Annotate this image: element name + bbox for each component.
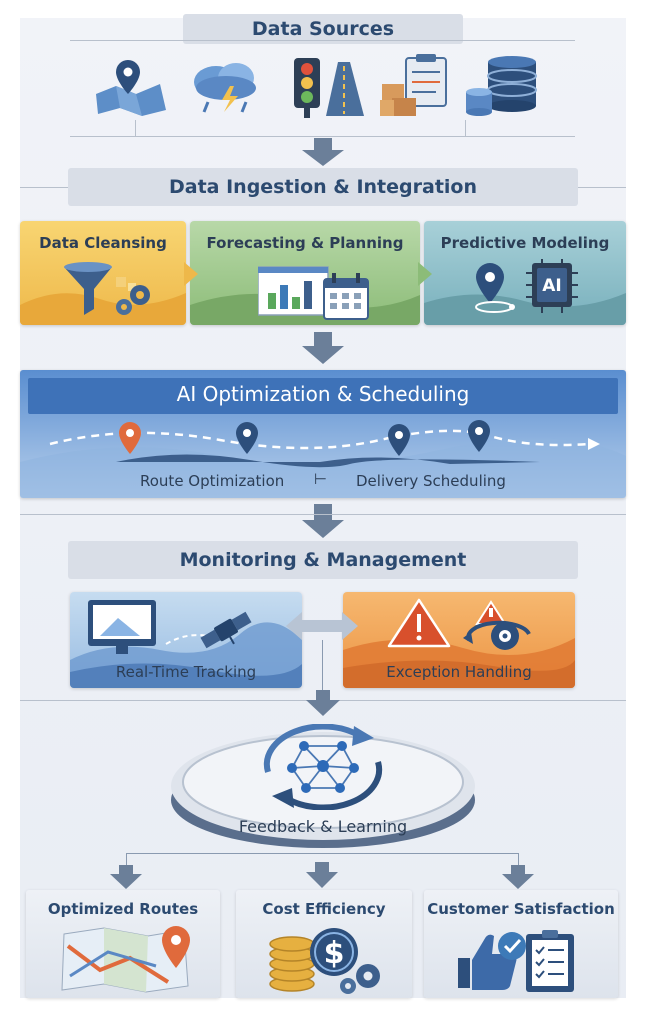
sources-connector-right <box>465 120 466 136</box>
data-cleansing-card: Data Cleansing <box>20 221 186 325</box>
real-time-tracking-title: Real-Time Tracking <box>115 663 257 681</box>
pin-ai-chip-icon <box>475 259 578 313</box>
flow-arrow-left <box>110 865 142 889</box>
predictive-modeling-title: Predictive Modeling <box>440 234 610 252</box>
exception-handling-card: Exception Handling <box>343 592 575 688</box>
chevron-right-icon <box>184 262 198 286</box>
route-path <box>20 429 626 498</box>
warehouse-boxes-icon <box>380 54 447 116</box>
sources-top-rule <box>70 40 575 41</box>
funnel-gears-icon <box>64 262 150 315</box>
data-sources-icons <box>90 52 550 122</box>
ai-optimization-title: AI Optimization & Scheduling <box>176 382 470 406</box>
delivery-scheduling-label: Delivery Scheduling <box>356 472 506 490</box>
data-cleansing-title: Data Cleansing <box>39 234 167 252</box>
chevron-right-icon <box>418 262 432 286</box>
forecasting-planning-card: Forecasting & Planning <box>190 221 420 325</box>
monitoring-title: Monitoring & Management <box>68 541 578 579</box>
thumbs-up-checklist-icon <box>458 930 574 992</box>
route-map-pin-icon <box>61 926 190 993</box>
flow-arrow-center <box>306 862 338 888</box>
flow-arrow-right <box>502 865 534 889</box>
warning-icon <box>387 598 531 650</box>
weather-cloud-icon <box>194 63 256 113</box>
optimization-separator: ⊢ <box>314 470 328 488</box>
optimized-routes-title: Optimized Routes <box>47 900 199 918</box>
feedback-loop-disc <box>171 732 475 848</box>
monitoring-rule <box>20 514 626 515</box>
map-pin-icon <box>96 60 166 116</box>
flow-arrow-3 <box>302 504 344 538</box>
flow-arrow-4 <box>306 690 340 716</box>
cost-efficiency-card: Cost Efficiency $ <box>236 890 412 998</box>
map-pin-icon <box>468 420 490 452</box>
feedback-learning-title: Feedback & Learning <box>238 817 408 836</box>
customer-satisfaction-title: Customer Satisfaction <box>427 900 615 918</box>
outcomes-connector <box>126 853 518 854</box>
map-pin-icon <box>388 424 410 456</box>
ai-optimization-panel: AI Optimization & Scheduling Route Optim… <box>20 370 626 498</box>
map-pin-icon <box>119 422 141 454</box>
real-time-tracking-card: Real-Time Tracking <box>70 592 302 688</box>
flow-arrow-2 <box>302 332 344 364</box>
data-ingestion-title: Data Ingestion & Integration <box>68 168 578 206</box>
database-icon <box>466 56 537 116</box>
traffic-light-icon <box>294 58 364 118</box>
outcomes-connector-left <box>126 853 127 867</box>
cycle-arrows-icon <box>263 724 383 810</box>
coins-dollar-gear-icon <box>269 928 380 994</box>
data-sources-title: Data Sources <box>183 14 463 44</box>
map-pin-icon <box>236 422 258 454</box>
flow-arrow-1 <box>302 138 344 166</box>
optimized-routes-card: Optimized Routes <box>26 890 220 998</box>
monitoring-connector <box>322 640 323 690</box>
monitor-satellite-icon <box>88 600 252 654</box>
double-arrow-icon <box>286 612 358 640</box>
exception-handling-title: Exception Handling <box>386 663 532 681</box>
ai-chip-label: AI <box>542 276 562 296</box>
sources-connector-left <box>135 120 136 136</box>
sources-bottom-rule <box>70 136 575 137</box>
forecasting-planning-title: Forecasting & Planning <box>206 234 404 252</box>
ai-optimization-header <box>28 378 618 414</box>
customer-satisfaction-card: Customer Satisfaction <box>424 890 618 998</box>
dollar-symbol: $ <box>323 936 345 971</box>
neural-network-icon <box>287 741 359 793</box>
bar-chart-calendar-icon <box>258 266 369 320</box>
predictive-modeling-card: Predictive Modeling AI <box>424 221 626 325</box>
outcomes-connector-right <box>518 853 519 867</box>
cost-efficiency-title: Cost Efficiency <box>262 900 386 918</box>
route-optimization-label: Route Optimization <box>140 472 285 490</box>
